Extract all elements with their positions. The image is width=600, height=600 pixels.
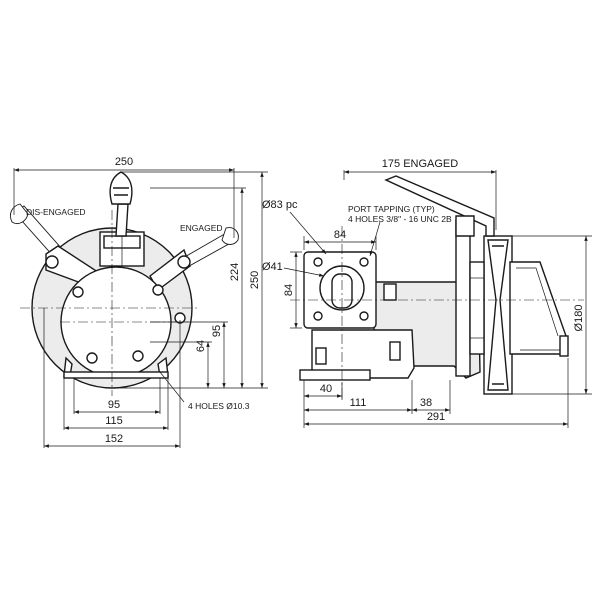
label-engaged: ENGAGED — [180, 223, 223, 233]
dim-height-64: 64 — [195, 340, 207, 352]
dim-base-152: 152 — [105, 433, 123, 445]
dim-height-224: 224 — [229, 263, 241, 281]
right-pivot — [177, 255, 191, 269]
label-disengaged: DIS-ENGAGED — [26, 207, 86, 217]
dim-111: 111 — [350, 397, 367, 409]
dim-port-dia: Ø41 — [262, 261, 283, 273]
dim-flange-height: 84 — [283, 284, 295, 296]
label-mounting-holes: 4 HOLES Ø10.3 — [188, 401, 250, 411]
flange-hole — [359, 257, 369, 267]
front-view: 250 250 224 95 64 95 115 152 DIS-ENGAGED… — [9, 156, 268, 448]
label-port-tapping-line2: 4 HOLES 3/8" - 16 UNC 2B — [348, 214, 452, 224]
flange-hole — [313, 257, 323, 267]
bolt — [132, 350, 144, 362]
engagement-lever — [115, 203, 129, 237]
engagement-lever-side — [384, 175, 495, 237]
bolt — [152, 284, 164, 296]
bolt — [86, 352, 98, 364]
flange-hole — [313, 311, 323, 321]
dim-40: 40 — [320, 383, 332, 395]
bolt — [72, 286, 84, 298]
dim-38: 38 — [420, 397, 432, 409]
dim-width-overall: 250 — [115, 156, 133, 168]
dim-height-overall: 250 — [249, 271, 261, 289]
dim-pulley-dia: Ø180 — [573, 305, 585, 332]
dim-base-95: 95 — [108, 399, 120, 411]
dim-length-engaged: 175 ENGAGED — [382, 158, 458, 170]
dim-base-115: 115 — [105, 415, 123, 427]
label-port-tapping-line1: PORT TAPPING (TYP) — [348, 204, 435, 214]
dim-flange-width: 84 — [334, 229, 346, 241]
dim-length-overall: 291 — [427, 411, 445, 423]
flange-hole — [359, 311, 369, 321]
dim-height-95: 95 — [211, 325, 223, 337]
side-view: 175 ENGAGED 84 84 Ø41 Ø83 pc PORT TAPPIN… — [262, 158, 592, 428]
drive-pulley — [483, 235, 569, 395]
clutch-plate — [455, 219, 471, 377]
left-pivot — [45, 255, 59, 269]
label-pitch-circle: Ø83 pc — [262, 199, 298, 211]
